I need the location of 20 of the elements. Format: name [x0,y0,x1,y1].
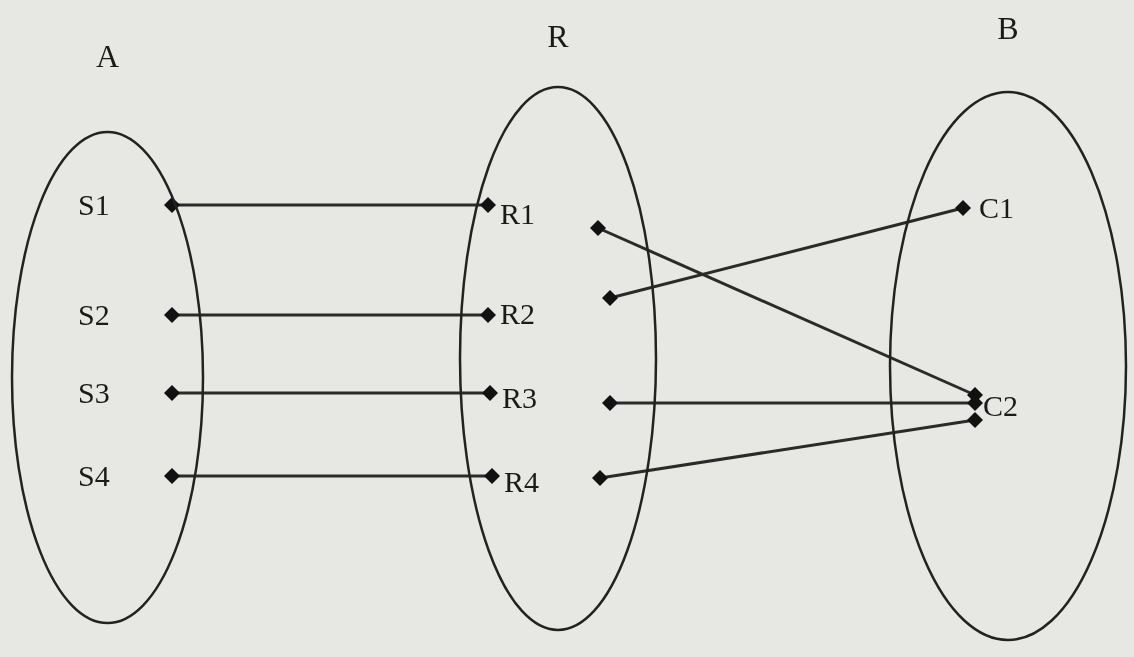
point-label: R4 [504,467,539,497]
point-label: R3 [502,383,537,413]
point-label: S2 [78,300,110,330]
point-label: C1 [979,193,1014,223]
point-label: R2 [500,299,535,329]
point-label: C2 [983,391,1018,421]
point-label: S1 [78,190,110,220]
connector-line [164,468,500,484]
set-label: R [547,20,569,52]
connector-line [164,385,498,401]
connector-line [602,395,983,411]
point-label: S4 [78,461,110,491]
connector-line [164,307,496,323]
connector-line [592,412,983,486]
connector-line [164,197,496,213]
set-label: A [95,40,120,72]
point-label: R1 [500,199,535,229]
point-label: S3 [78,378,110,408]
connector-line [602,200,971,306]
set-label: B [997,12,1019,44]
